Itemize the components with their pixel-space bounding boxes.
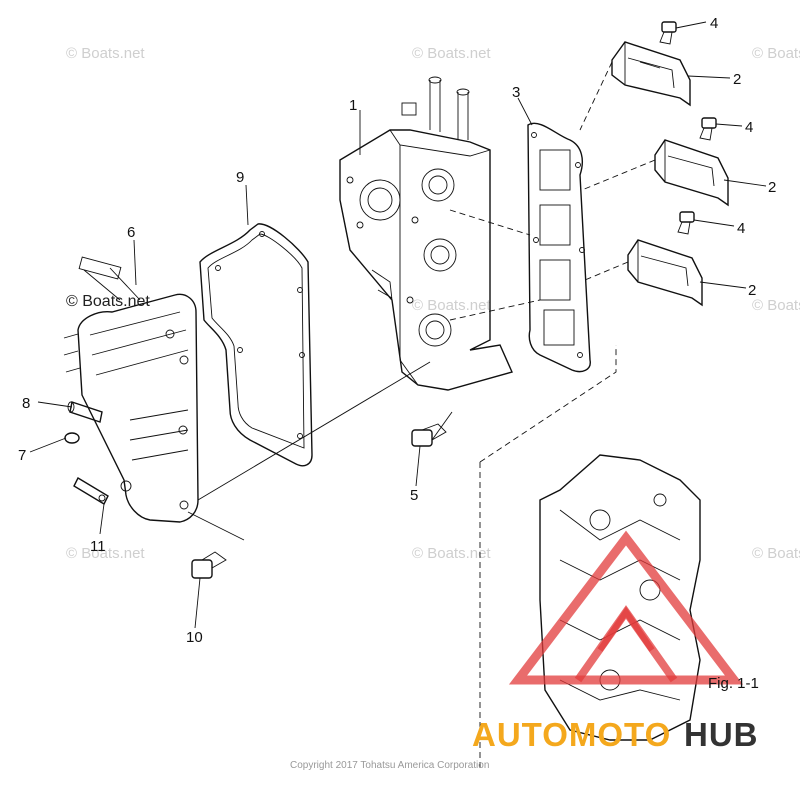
manifold-gasket [527, 122, 591, 373]
pin-8 [67, 401, 103, 423]
callout-labels: 1 2 2 2 3 4 4 4 5 6 7 8 9 10 11 [18, 15, 776, 646]
o-ring-7 [64, 432, 80, 444]
figure-frame [479, 345, 617, 770]
leader-lines [29, 21, 767, 629]
callout-1: 1 [349, 97, 357, 114]
callout-5: 5 [410, 487, 418, 504]
callout-2b: 2 [768, 179, 776, 196]
watermark: © Boats.net [752, 297, 800, 314]
callout-6: 6 [127, 224, 135, 241]
callout-4b: 4 [745, 119, 753, 136]
watermark: © Boats.net [752, 545, 800, 562]
callout-4c: 4 [737, 220, 745, 237]
intake-block-bottom [627, 239, 703, 307]
bolt-4-top [659, 21, 677, 45]
watermark: © Boats.net [752, 45, 800, 62]
plug-10 [191, 551, 227, 579]
cover-gasket [199, 223, 313, 467]
watermark: © Boats.net [412, 45, 491, 62]
bolt-4-bottom [677, 211, 695, 235]
cylinder-head-cover [63, 256, 199, 523]
callout-8: 8 [22, 395, 30, 412]
watermark-group: © Boats.net © Boats.net © Boats.net © Bo… [66, 45, 800, 562]
intake-block-top [611, 41, 691, 107]
watermark: © Boats.net [66, 545, 145, 562]
bolt-4-mid [699, 117, 717, 141]
callout-2a: 2 [733, 71, 741, 88]
callout-3: 3 [512, 84, 520, 101]
figure-label: Fig. 1-1 [708, 675, 759, 692]
callout-11: 11 [90, 538, 106, 555]
watermark: © Boats.net [412, 545, 491, 562]
watermark: © Boats.net [412, 297, 491, 314]
callout-4a: 4 [710, 15, 718, 32]
intake-block-mid [654, 139, 729, 207]
watermark: © Boats.net [66, 45, 145, 62]
clip-11 [73, 477, 109, 505]
brand-text-part1: AUTOMOTO [472, 716, 671, 753]
callout-2c: 2 [748, 282, 756, 299]
callout-9: 9 [236, 169, 244, 186]
watermark-dark: © Boats.net [66, 293, 150, 310]
callout-7: 7 [18, 447, 26, 464]
brand-logo [508, 530, 744, 685]
brand-wordmark: AUTOMOTO HUB [472, 716, 759, 753]
bolt-5 [411, 423, 447, 447]
copyright-text: Copyright 2017 Tohatsu America Corporati… [290, 760, 489, 771]
callout-10: 10 [186, 629, 203, 646]
brand-text-part2: HUB [684, 716, 759, 753]
cylinder-head [339, 76, 513, 391]
